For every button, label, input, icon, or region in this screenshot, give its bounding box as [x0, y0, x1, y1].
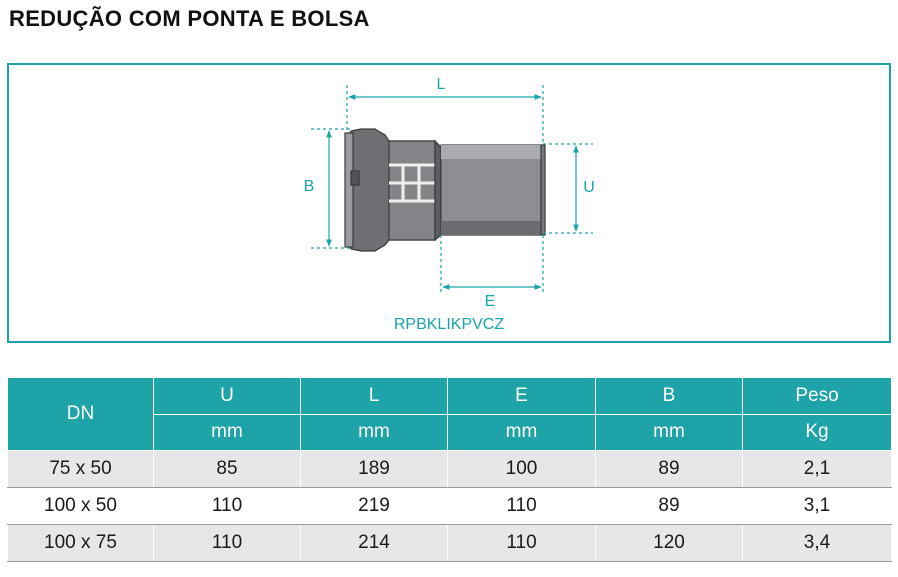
- table-row: 100 x 50 110 219 110 89 3,1: [7, 487, 892, 525]
- table-row: 75 x 50 85 189 100 89 2,1: [7, 450, 892, 488]
- column-header-dn: DN: [7, 377, 154, 451]
- cell-b: 89: [595, 487, 743, 525]
- fitting-spigot: [440, 144, 546, 236]
- cell-l: 219: [300, 487, 448, 525]
- cell-u: 110: [153, 487, 301, 525]
- column-header-peso: Peso: [742, 377, 892, 415]
- cell-dn: 100 x 75: [7, 524, 154, 562]
- cell-u: 85: [153, 450, 301, 488]
- unit-l: mm: [300, 413, 448, 451]
- fitting-bell: [344, 128, 442, 252]
- cell-l: 214: [300, 524, 448, 562]
- cell-b: 120: [595, 524, 743, 562]
- dimensions-table: DN U L E B Peso mm mm mm mm Kg 75 x 50 8…: [7, 377, 892, 562]
- column-header-u: U: [153, 377, 301, 415]
- cell-peso: 2,1: [742, 450, 892, 488]
- table-row: 100 x 75 110 214 110 120 3,4: [7, 524, 892, 562]
- table-header-row: DN U L E B Peso: [7, 377, 892, 451]
- table-unit-row: mm mm mm mm Kg: [8, 413, 892, 451]
- unit-e: mm: [447, 413, 596, 451]
- dimension-label-u: U: [583, 179, 595, 196]
- dimension-lines: [311, 85, 593, 295]
- cell-peso: 3,4: [742, 524, 892, 562]
- cell-dn: 100 x 50: [7, 487, 154, 525]
- column-header-b: B: [595, 377, 743, 415]
- cell-u: 110: [153, 524, 301, 562]
- dimension-label-b: B: [304, 178, 315, 195]
- cell-dn: 75 x 50: [7, 450, 154, 488]
- unit-b: mm: [595, 413, 743, 451]
- unit-peso: Kg: [742, 413, 892, 451]
- cell-e: 110: [447, 487, 596, 525]
- cell-peso: 3,1: [742, 487, 892, 525]
- cell-e: 110: [447, 524, 596, 562]
- unit-u: mm: [153, 413, 301, 451]
- column-header-l: L: [300, 377, 448, 415]
- page-title: REDUÇÃO COM PONTA E BOLSA: [9, 6, 370, 31]
- technical-drawing-frame: L B U E RPBKLIKPVCZ: [7, 63, 891, 343]
- cell-b: 89: [595, 450, 743, 488]
- cell-e: 100: [447, 450, 596, 488]
- product-code: RPBKLIKPVCZ: [393, 316, 505, 333]
- cell-l: 189: [300, 450, 448, 488]
- fitting-drawing: L B U E: [304, 76, 595, 310]
- column-header-e: E: [447, 377, 596, 415]
- dimension-label-e: E: [485, 293, 496, 310]
- dimension-label-l: L: [437, 76, 446, 93]
